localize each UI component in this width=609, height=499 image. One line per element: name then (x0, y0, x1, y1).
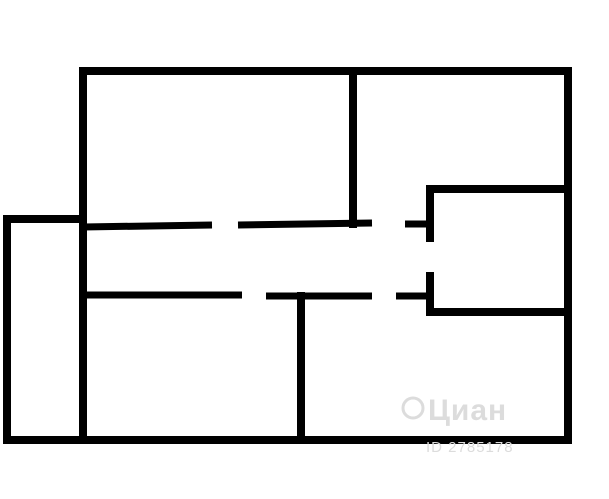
door-gap (425, 242, 436, 272)
corridor-lower-wall (83, 291, 430, 300)
right-room-wall (426, 185, 572, 316)
watermark: Циан ID 2785178 (401, 394, 514, 456)
watermark-logo-text: Циан (428, 394, 507, 427)
corridor-upper-segment-2 (237, 219, 373, 229)
watermark-id-text: ID 2785178 (426, 439, 514, 456)
outer-wall (79, 67, 572, 444)
balcony-wall (3, 215, 87, 444)
watermark-logo-icon (401, 396, 425, 420)
corridor-upper-segment-1 (82, 221, 213, 231)
right-room-door-opening (425, 242, 436, 272)
corridor-upper-wall (82, 219, 430, 231)
